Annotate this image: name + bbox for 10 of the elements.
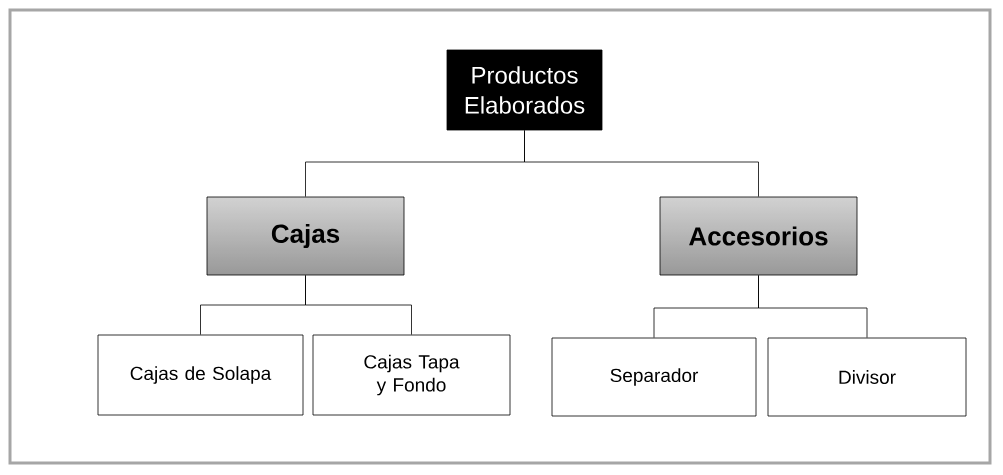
connector bbox=[305, 275, 412, 335]
product-box: Divisor bbox=[767, 337, 967, 417]
product-box: Cajas Tapa y Fondo bbox=[312, 334, 511, 416]
product-box: Separador bbox=[551, 337, 757, 417]
connector bbox=[758, 275, 868, 338]
category-box: Accesorios bbox=[659, 196, 858, 276]
title-box: Productos Elaborados bbox=[446, 49, 603, 131]
product-box: Cajas de Solapa bbox=[97, 334, 304, 416]
category-box: Cajas bbox=[206, 196, 405, 276]
connector bbox=[524, 130, 759, 197]
